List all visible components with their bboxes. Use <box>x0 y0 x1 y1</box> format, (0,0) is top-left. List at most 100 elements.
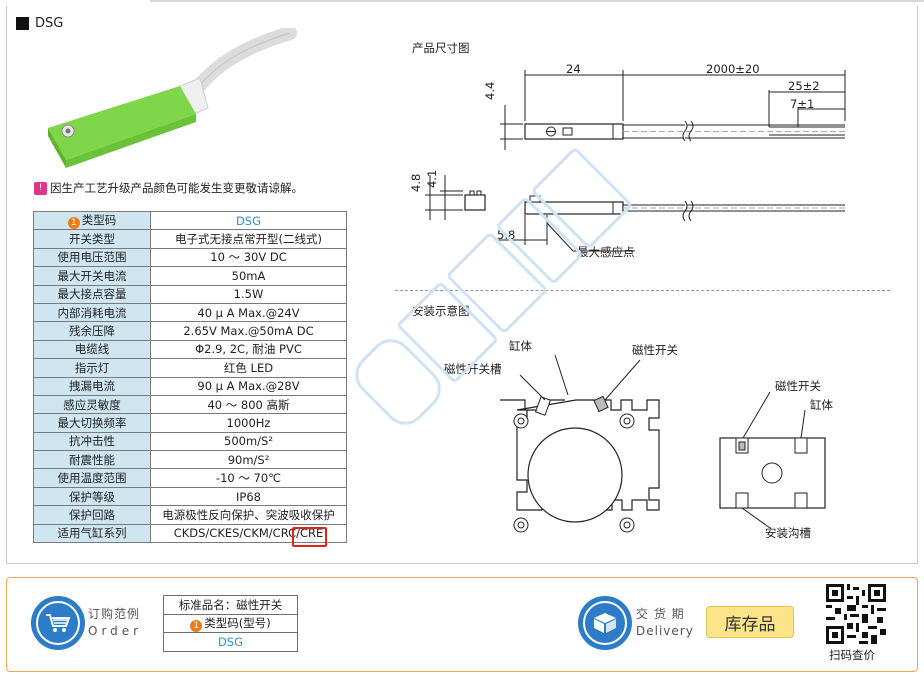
spec-key-text: 拽漏电流 <box>69 379 115 394</box>
spec-key-text: 开关类型 <box>69 232 115 247</box>
spec-key: 指示灯 <box>33 358 151 378</box>
std-name: 标准品名：磁性开关 <box>163 595 298 615</box>
dimension-title: 产品尺寸图 <box>412 41 470 55</box>
spec-key: 适用气缸系列 <box>33 523 151 544</box>
spec-value: 40 ～ 800 高斯 <box>150 394 347 415</box>
qr-label: 扫码查价 <box>829 648 875 662</box>
spec-value: 50mA <box>150 266 347 286</box>
spec-row: 使用电压范围 10 ～ 30V DC <box>33 247 347 268</box>
spec-key-text: 指示灯 <box>74 360 110 375</box>
dim-4-1: 4.1 <box>425 169 439 188</box>
cart-icon <box>31 596 85 650</box>
spec-value: 40 μ A Max.@24V <box>150 302 347 323</box>
install-drawing <box>500 354 826 533</box>
spec-key: 抗冲击性 <box>33 431 151 452</box>
spec-key-text: 使用温度范围 <box>57 471 127 486</box>
top-divider-line <box>150 0 924 2</box>
spec-key: 耐震性能 <box>33 450 151 470</box>
spec-key: 保护等级 <box>33 486 151 507</box>
spec-value: 电源极性反向保护、突波吸收保护 <box>150 505 347 525</box>
spec-row: 保护回路 电源极性反向保护、突波吸收保护 <box>33 505 347 525</box>
section-title: DSG <box>16 16 63 31</box>
spec-value: 红色 LED <box>150 358 347 378</box>
spec-value: 90m/S² <box>150 450 347 470</box>
dimension-drawing <box>425 70 846 252</box>
type-label: 类型码(型号) <box>204 615 271 630</box>
spec-key-text: 抗冲击性 <box>69 434 115 449</box>
spec-value: 电子式无接点常开型(二线式) <box>150 229 347 249</box>
order-label-en: Order <box>88 624 143 638</box>
dim-4-4: 4.4 <box>483 81 497 100</box>
spec-key-text: 使用电压范围 <box>57 250 127 265</box>
spec-key: 使用电压范围 <box>33 247 151 268</box>
spec-value: Φ2.9, 2C, 耐油 PVC <box>150 339 347 360</box>
spec-value: 90 μ A Max.@28V <box>150 376 347 396</box>
spec-key-text: 类型码 <box>81 213 117 228</box>
product-image <box>48 28 297 168</box>
spec-key-text: 适用气缸系列 <box>57 526 127 541</box>
delivery-box-icon <box>578 596 632 650</box>
dim-5-8: 5.8 <box>497 228 516 242</box>
spec-key: 使用温度范围 <box>33 468 151 488</box>
spec-row: 感应灵敏度 40 ～ 800 高斯 <box>33 394 347 415</box>
type-value: DSG <box>163 632 298 652</box>
install-groove-label: 安装沟槽 <box>765 526 811 540</box>
stock-badge: 库存品 <box>706 606 794 638</box>
spec-row: 指示灯 红色 LED <box>33 358 347 378</box>
spec-key: 开关类型 <box>33 229 151 249</box>
install-title: 安装示意图 <box>412 304 470 318</box>
notice-text: 因生产工艺升级产品颜色可能发生变更敬请谅解。 <box>50 181 303 195</box>
badge-number: 1 <box>190 619 203 632</box>
dim-25: 25±2 <box>788 79 820 93</box>
order-label-cn: 订购范例 <box>88 607 141 621</box>
spec-key-text: 最大接点容量 <box>57 287 127 302</box>
spec-key: 最大切换频率 <box>33 413 151 433</box>
spec-key-text: 残余压降 <box>69 324 115 339</box>
dim-4-8: 4.8 <box>409 173 423 192</box>
qr-code-image[interactable] <box>826 584 886 644</box>
spec-key: 拽漏电流 <box>33 376 151 396</box>
spec-key-text: 感应灵敏度 <box>63 397 121 412</box>
spec-key-text: 保护回路 <box>69 507 115 522</box>
spec-panel <box>6 6 918 564</box>
spec-row: 开关类型 电子式无接点常开型(二线式) <box>33 229 347 249</box>
spec-row: 抗冲击性 500m/S² <box>33 431 347 452</box>
switch-label-1: 磁性开关 <box>632 343 678 357</box>
dim-7: 7±1 <box>790 97 815 111</box>
notice-icon: ! <box>34 181 47 195</box>
spec-key-text: 最大切换频率 <box>57 415 127 430</box>
spec-value: 1.5W <box>150 284 347 304</box>
spec-row: 电缆线 Φ2.9, 2C, 耐油 PVC <box>33 339 347 360</box>
switch-label-2: 磁性开关 <box>775 379 821 393</box>
spec-row: 最大接点容量 1.5W <box>33 284 347 304</box>
spec-row: 拽漏电流 90 μ A Max.@28V <box>33 376 347 396</box>
section-title-text: DSG <box>35 16 64 31</box>
spec-value: 500m/S² <box>150 431 347 452</box>
spec-key-text: 最大开关电流 <box>57 268 127 283</box>
spec-key-text: 保护等级 <box>69 489 115 504</box>
spec-key-text: 电缆线 <box>74 342 110 357</box>
delivery-label-en: Delivery <box>636 624 694 638</box>
square-bullet-icon <box>16 17 29 30</box>
spec-value: 10 ～ 30V DC <box>150 247 347 268</box>
spec-value: -10 ～ 70℃ <box>150 468 347 488</box>
spec-key: 最大开关电流 <box>33 266 151 286</box>
badge-number: 1 <box>67 217 80 230</box>
spec-value: DSG <box>150 210 347 231</box>
dim-24: 24 <box>566 62 581 76</box>
spec-key: 感应灵敏度 <box>33 394 151 415</box>
spec-key: 内部消耗电流 <box>33 302 151 323</box>
cylinder-body-label-2: 缸体 <box>810 398 833 412</box>
spec-key: 电缆线 <box>33 339 151 360</box>
spec-key: 残余压降 <box>33 321 151 341</box>
